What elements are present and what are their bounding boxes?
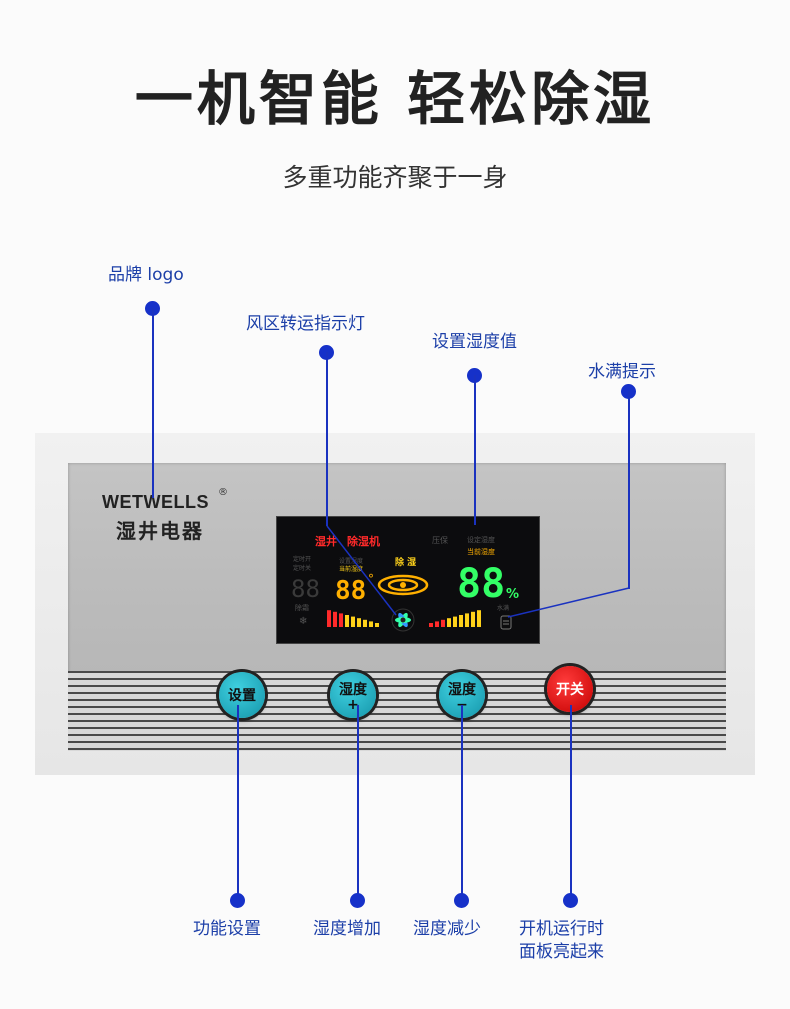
- lcd-right-digits: 88: [457, 561, 505, 607]
- registered-mark: ®: [218, 487, 228, 498]
- lcd-timer-digits: 88: [291, 575, 320, 603]
- fan-icon: [391, 608, 415, 632]
- fan-speed-bars-left: [327, 610, 379, 627]
- callout-line-settings: [237, 705, 239, 895]
- lcd-percent: %: [506, 587, 519, 602]
- humidity-down-label: 湿度: [448, 682, 476, 698]
- callout-line-humidity-value: [474, 375, 476, 525]
- fan-bar: [471, 611, 475, 627]
- settings-button[interactable]: 设置: [219, 672, 265, 718]
- callout-water-full: 水满提示: [588, 362, 656, 382]
- lcd-timer-off: 定时关: [293, 564, 311, 572]
- swirl-ring-outer: [377, 574, 429, 596]
- lcd-dehumidify: 除 湿: [395, 556, 416, 568]
- fan-bar: [339, 613, 343, 627]
- callout-dot-hum-down: [454, 893, 469, 908]
- swirl-center: [400, 582, 406, 588]
- settings-button-label: 设置: [228, 688, 256, 704]
- swirl-ring-inner: [387, 578, 419, 592]
- fan-bar: [447, 618, 451, 627]
- fan-bar: [375, 623, 379, 627]
- lcd-degree: °: [368, 572, 374, 586]
- plus-icon: +: [347, 697, 359, 713]
- lcd-left-current-humidity: 当前湿度: [339, 565, 363, 573]
- fan-bar: [327, 610, 331, 627]
- fan-speed-bars-right: [429, 610, 481, 627]
- water-tank-icon: [500, 615, 512, 630]
- callout-humidity-decrease: 湿度减少: [413, 919, 481, 939]
- power-button[interactable]: 开关: [547, 666, 593, 712]
- vent-grille: [68, 671, 726, 751]
- lcd-left-digits: 88: [335, 576, 366, 606]
- callout-line-power: [570, 705, 572, 895]
- power-button-label: 开关: [556, 682, 584, 698]
- fan-bar: [369, 621, 373, 627]
- humidity-up-label: 湿度: [339, 682, 367, 698]
- humidity-up-button[interactable]: 湿度 +: [330, 672, 376, 718]
- lcd-left-set-humidity: 设置湿度: [339, 557, 363, 565]
- callout-power-line1: 开机运行时: [519, 919, 604, 939]
- lcd-current-humidity-label: 当前湿度: [467, 547, 495, 556]
- fan-bar: [459, 615, 463, 627]
- callout-function-settings: 功能设置: [193, 919, 261, 939]
- lcd-press-protect: 压保: [432, 535, 448, 545]
- fan-bar: [357, 618, 361, 627]
- lcd-logo-text: 湿井: [315, 534, 337, 548]
- snowflake-icon: ❄: [299, 616, 307, 627]
- brand-logo-en: WETWELLS: [102, 492, 209, 512]
- lcd-set-humidity-label: 设定湿度: [467, 535, 495, 544]
- callout-line-water-diagonal: [507, 587, 630, 618]
- fan-bar: [333, 611, 337, 627]
- page-subtitle: 多重功能齐聚于一身: [282, 163, 508, 192]
- lcd-water-full-label: 水满: [497, 604, 509, 612]
- fan-bar: [345, 615, 349, 627]
- callout-brand-logo: 品牌 logo: [108, 265, 184, 285]
- fan-bar: [465, 613, 469, 627]
- callout-line-water-v: [628, 391, 630, 589]
- fan-bar: [477, 610, 481, 627]
- fan-bar: [435, 621, 439, 627]
- callout-power-line2: 面板亮起来: [519, 942, 604, 962]
- callout-dot-power: [563, 893, 578, 908]
- lcd-defrost-label: 除霜: [295, 603, 309, 612]
- callout-line-hum-up: [357, 705, 359, 895]
- callout-humidity-increase: 湿度增加: [313, 919, 381, 939]
- callout-dot-settings: [230, 893, 245, 908]
- callout-line-fan-diagonal: [326, 525, 397, 616]
- callout-line-hum-down: [461, 705, 463, 895]
- fan-bar: [351, 616, 355, 627]
- callout-fan-zone: 风区转运指示灯: [246, 314, 365, 334]
- brand-logo-cn: 湿井电器: [116, 519, 204, 543]
- fan-bar: [453, 616, 457, 627]
- callout-humidity-value: 设置湿度值: [432, 332, 517, 352]
- lcd-graphics: 湿井 除湿机 压保 设定湿度 当前湿度 定时开 定时关 88 除霜 ❄ 设置湿度…: [291, 534, 519, 632]
- lcd-model-text: 除湿机: [347, 534, 380, 548]
- lcd-display: 湿井 除湿机 压保 设定湿度 当前湿度 定时开 定时关 88 除霜 ❄ 设置湿度…: [276, 516, 540, 644]
- fan-bar: [363, 619, 367, 627]
- callout-line-brand: [152, 308, 154, 498]
- lcd-timer-on: 定时开: [293, 555, 311, 563]
- fan-bar: [429, 623, 433, 627]
- page-title: 一机智能 轻松除湿: [134, 65, 656, 133]
- fan-bar: [441, 619, 445, 627]
- callout-line-fan: [326, 352, 328, 526]
- callout-dot-hum-up: [350, 893, 365, 908]
